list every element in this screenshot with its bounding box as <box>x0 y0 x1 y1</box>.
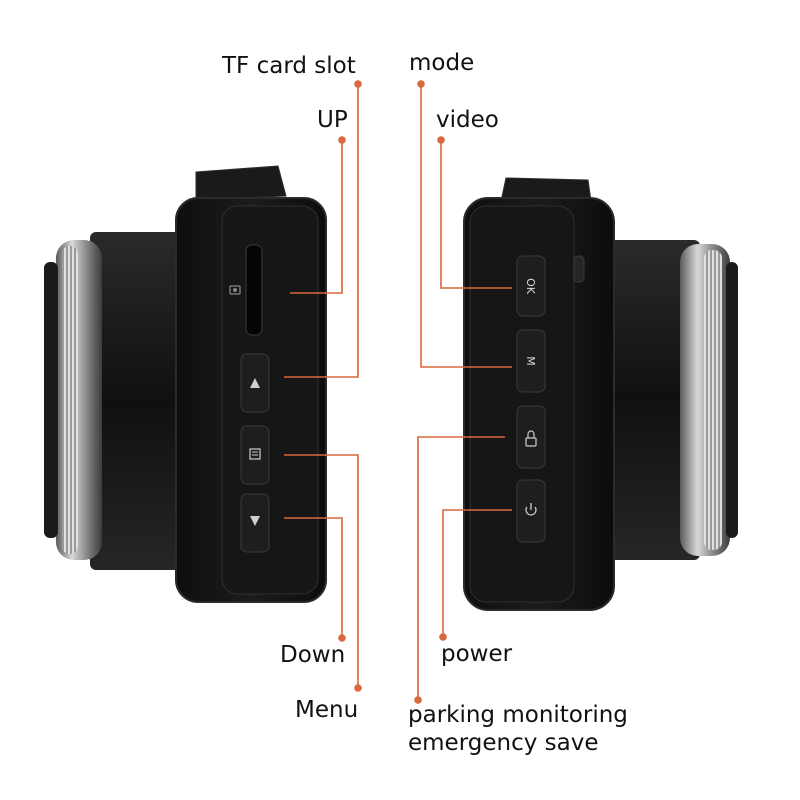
right-lens-knurl <box>704 250 722 550</box>
label-parking-line2: emergency save <box>408 730 599 756</box>
label-video: video <box>436 107 499 133</box>
leader-video <box>440 140 512 289</box>
leader-down <box>284 517 343 638</box>
mode-button[interactable] <box>516 329 546 393</box>
leader-dot-mode <box>417 80 425 88</box>
label-up: UP <box>317 107 348 133</box>
leader-dot-power <box>439 633 447 641</box>
lock-button[interactable] <box>516 405 546 469</box>
right-indicator <box>573 255 585 283</box>
lock-icon <box>525 430 537 447</box>
triangle-down-icon <box>250 516 260 526</box>
label-mode: mode <box>409 50 475 76</box>
ok-button-label: OK <box>524 278 537 295</box>
label-down: Down <box>280 642 346 668</box>
leader-power <box>442 509 512 637</box>
mode-button-label: M <box>524 356 537 366</box>
left-side-panel <box>221 205 319 595</box>
menu-icon <box>249 448 261 460</box>
label-parking-line1: parking monitoring <box>408 702 628 728</box>
leader-dot-parking <box>414 696 422 704</box>
right-side-panel <box>469 205 575 603</box>
right-camera: OK M <box>463 177 738 611</box>
label-tf-card-slot: TF card slot <box>222 53 356 79</box>
left-camera <box>44 165 327 603</box>
tf-card-slot[interactable] <box>245 244 263 336</box>
label-power: power <box>441 641 513 667</box>
right-lens-glass <box>726 262 738 538</box>
left-lens-barrel <box>90 232 195 570</box>
leader-dot-up <box>354 80 362 88</box>
leader-dot-video <box>437 136 445 144</box>
left-lens-knurl <box>62 246 78 554</box>
left-lens-glass <box>44 262 58 538</box>
power-icon <box>525 503 537 516</box>
ok-button[interactable] <box>516 255 546 317</box>
leader-dot-tf-card-slot <box>338 136 346 144</box>
leader-up <box>284 84 359 378</box>
leader-menu <box>284 454 359 688</box>
camera-icon <box>229 285 241 295</box>
right-lens-barrel <box>600 240 700 560</box>
left-mount <box>195 165 287 201</box>
leader-tf-card-slot <box>290 140 343 294</box>
leader-parking <box>417 436 505 700</box>
triangle-up-icon <box>250 378 260 388</box>
power-button[interactable] <box>516 479 546 543</box>
leader-dot-down <box>338 634 346 642</box>
leader-dot-menu <box>354 684 362 692</box>
leader-mode <box>420 84 512 368</box>
label-menu: Menu <box>295 697 359 723</box>
leader-lines <box>284 80 512 704</box>
